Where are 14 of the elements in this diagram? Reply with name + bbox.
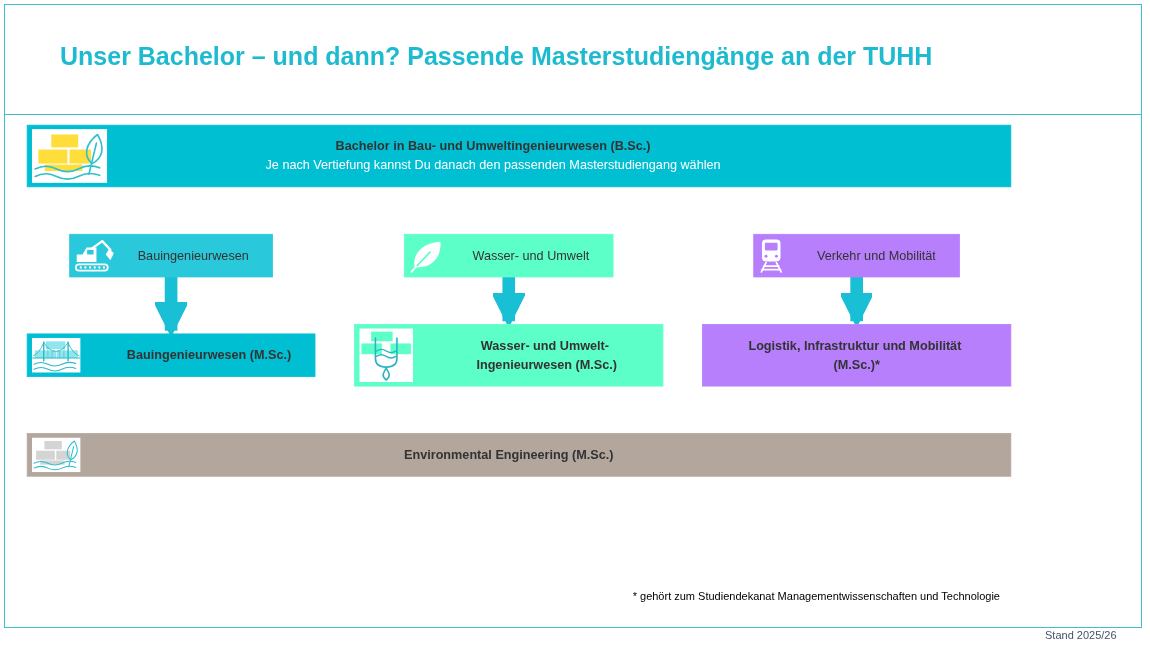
- degree-title: Bachelor in Bau- und Umweltingenieurwesen (B.Sc.): [335, 139, 651, 153]
- master-program-name: Environmental Engineering (M.Sc.): [404, 447, 614, 462]
- specialization-name: Bauingenieurwesen: [137, 248, 249, 262]
- slide-title: Unser Bachelor – und dann? Passende Masterstudiengänge an der TUHH: [60, 42, 933, 71]
- specialization-name: Wasser- und Umwelt: [472, 248, 590, 262]
- degree-description: Je nach Vertiefung kannst Du danach den passenden Masterstudiengang wählen: [265, 158, 721, 172]
- footnote-text: * gehört zum Studiendekanat Managementwissenschaften und Technologie: [632, 590, 1000, 602]
- specialization-name: Verkehr und Mobilität: [817, 248, 936, 262]
- arrow: [491, 277, 527, 326]
- master-program-name: Logistik, Infrastruktur und Mobilität (M.Sc.)*: [748, 338, 963, 372]
- master-program-name: Wasser- und Umwelt- Ingenieurwesen (M.Sc.): [476, 338, 617, 372]
- arrow: [839, 277, 875, 326]
- date-note: Stand 2025/26: [1045, 629, 1117, 641]
- master-program-name: Bauingenieurwesen (M.Sc.): [126, 348, 292, 362]
